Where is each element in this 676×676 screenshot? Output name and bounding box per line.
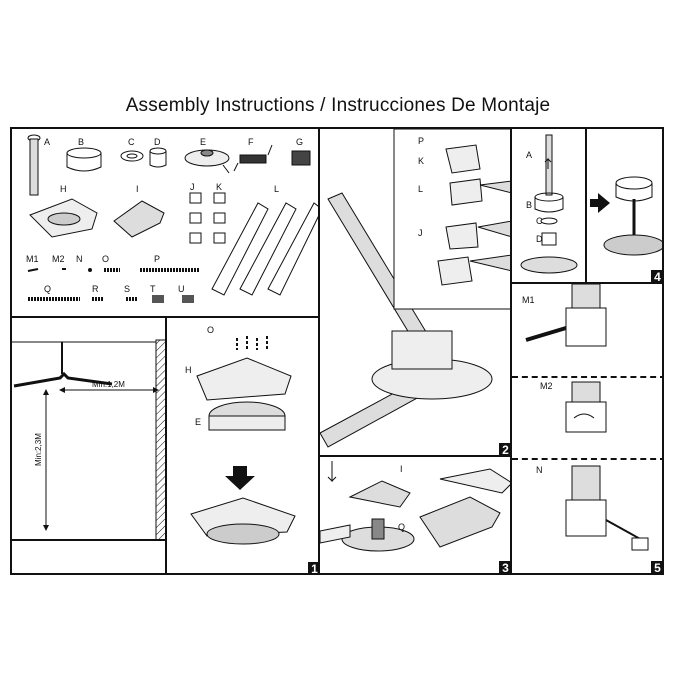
step-1-label-e: E bbox=[195, 417, 202, 427]
step-5-label-m2: M2 bbox=[540, 381, 553, 391]
step-3-label-i: I bbox=[400, 464, 403, 474]
step-1-panel: O H E 1 bbox=[165, 316, 320, 575]
part-label-b: B bbox=[78, 137, 85, 147]
vertical-clearance-label: Min:2,3M bbox=[34, 433, 43, 466]
part-label-t: T bbox=[150, 284, 156, 294]
parts-panel: A B C D E F G H I J K L M1 M2 N O P Q R … bbox=[10, 127, 320, 318]
horizontal-clearance-label: Min:1,2M bbox=[92, 380, 125, 389]
part-label-l: L bbox=[274, 184, 280, 194]
step-2-badge: 2 bbox=[499, 443, 510, 455]
step-5-badge: 5 bbox=[651, 561, 662, 573]
step-4-label-b: B bbox=[526, 200, 533, 210]
step-1-label-h: H bbox=[185, 365, 192, 375]
part-label-o: O bbox=[102, 254, 110, 264]
part-label-g: G bbox=[296, 137, 304, 147]
part-label-k: K bbox=[216, 182, 223, 192]
part-label-m1: M1 bbox=[26, 254, 39, 264]
part-label-u: U bbox=[178, 284, 185, 294]
part-label-i: I bbox=[136, 184, 139, 194]
page-title: Assembly Instructions / Instrucciones De… bbox=[125, 95, 551, 116]
clearance-panel: Min:1,2M Min:2,3M bbox=[10, 316, 167, 575]
step-4-panel: A B C D 4 bbox=[510, 127, 664, 284]
step-1-label-o: O bbox=[207, 325, 215, 335]
step-2-label-p: P bbox=[418, 136, 425, 146]
step-4-label-d: D bbox=[536, 234, 543, 244]
part-label-a: A bbox=[44, 137, 51, 147]
part-label-e: E bbox=[200, 137, 207, 147]
step-5-label-n: N bbox=[536, 465, 543, 475]
parts-illustration bbox=[27, 134, 318, 303]
part-label-h: H bbox=[60, 184, 67, 194]
step-3-badge: 3 bbox=[499, 561, 510, 573]
clearance-illustration bbox=[12, 339, 165, 541]
part-label-f: F bbox=[248, 137, 254, 147]
part-label-c: C bbox=[128, 137, 135, 147]
step-2-panel: P K L J 2 bbox=[318, 127, 512, 457]
step-1-badge: 1 bbox=[308, 562, 318, 573]
part-label-p: P bbox=[154, 254, 161, 264]
step-2-illustration bbox=[320, 129, 510, 448]
step-5-label-m1: M1 bbox=[522, 295, 535, 305]
step-3-label-q: Q bbox=[398, 522, 406, 532]
step-2-label-j: J bbox=[418, 228, 423, 238]
step-4-illustration bbox=[520, 129, 662, 282]
step-5-divider-bottom bbox=[512, 458, 662, 460]
step-1-illustration bbox=[190, 336, 296, 545]
part-label-m2: M2 bbox=[52, 254, 65, 264]
step-4-badge: 4 bbox=[651, 270, 662, 282]
part-label-n: N bbox=[76, 254, 83, 264]
part-label-s: S bbox=[124, 284, 131, 294]
step-5-illustration bbox=[525, 284, 649, 551]
part-label-j: J bbox=[190, 182, 195, 192]
part-label-q: Q bbox=[44, 284, 52, 294]
step-5-panel: M1 M2 N 5 bbox=[510, 282, 664, 575]
step-5-divider-top bbox=[512, 376, 662, 378]
step-2-label-l: L bbox=[418, 184, 424, 194]
step-4-label-c: C bbox=[536, 216, 543, 226]
step-2-label-k: K bbox=[418, 156, 425, 166]
step-3-illustration bbox=[320, 461, 510, 552]
part-label-d: D bbox=[154, 137, 161, 147]
step-3-panel: I Q 3 bbox=[318, 455, 512, 575]
part-label-r: R bbox=[92, 284, 99, 294]
step-4-label-a: A bbox=[526, 150, 533, 160]
